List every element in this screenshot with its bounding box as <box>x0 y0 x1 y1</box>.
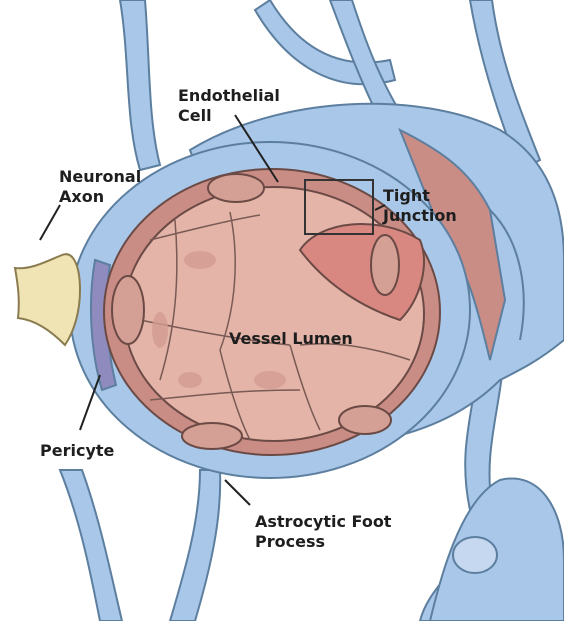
endothelial-cell-label: Endothelial Cell <box>178 86 280 126</box>
astrocyte-cell-body <box>430 478 564 621</box>
neuronal-axon-label: Neuronal Axon <box>59 167 141 207</box>
astrocytic-foot-process-label-line1: Astrocytic Foot <box>255 512 391 532</box>
astrocytic-foot-process-label-line2: Process <box>255 532 391 552</box>
tight-junction-label: Tight Junction <box>383 186 457 226</box>
endothelial-cell-label-line1: Endothelial <box>178 86 280 106</box>
neuronal-axon-label-line2: Axon <box>59 187 141 207</box>
pericyte-label: Pericyte <box>40 441 114 461</box>
neuronal-axon-label-line1: Neuronal <box>59 167 141 187</box>
neuronal-axon-shape <box>15 254 80 345</box>
astrocytic-foot-process-label: Astrocytic Foot Process <box>255 512 391 552</box>
endothelial-cell-label-line2: Cell <box>178 106 280 126</box>
tight-junction-label-line1: Tight <box>383 186 457 206</box>
vessel-lumen-label: Vessel Lumen <box>229 329 353 349</box>
tight-junction-label-line2: Junction <box>383 206 457 226</box>
pointer-axon <box>40 205 60 240</box>
pointer-astro <box>225 480 250 505</box>
